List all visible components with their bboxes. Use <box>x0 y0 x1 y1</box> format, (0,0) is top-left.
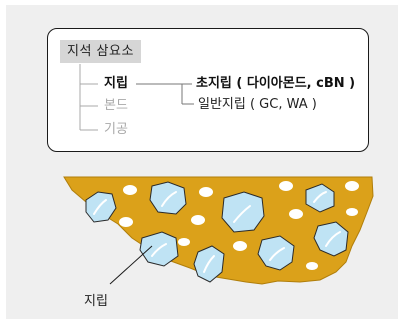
pore <box>119 181 359 270</box>
bond-matrix <box>63 176 374 285</box>
grain-callout-line <box>109 245 153 285</box>
components-title: 지석 삼요소 <box>60 40 141 63</box>
label-conventional: 일반지립 ( GC, WA ) <box>198 97 317 112</box>
label-superabrasive: 초지립 ( 다이아몬드, cBN ) <box>196 76 356 91</box>
grain-highlights <box>93 191 341 273</box>
grain-callout-label: 지립 <box>84 294 108 309</box>
label-pore: 기공 <box>104 122 128 137</box>
label-bond: 본드 <box>104 98 128 113</box>
label-grain: 지립 <box>104 76 128 91</box>
grain-particle <box>305 183 335 213</box>
